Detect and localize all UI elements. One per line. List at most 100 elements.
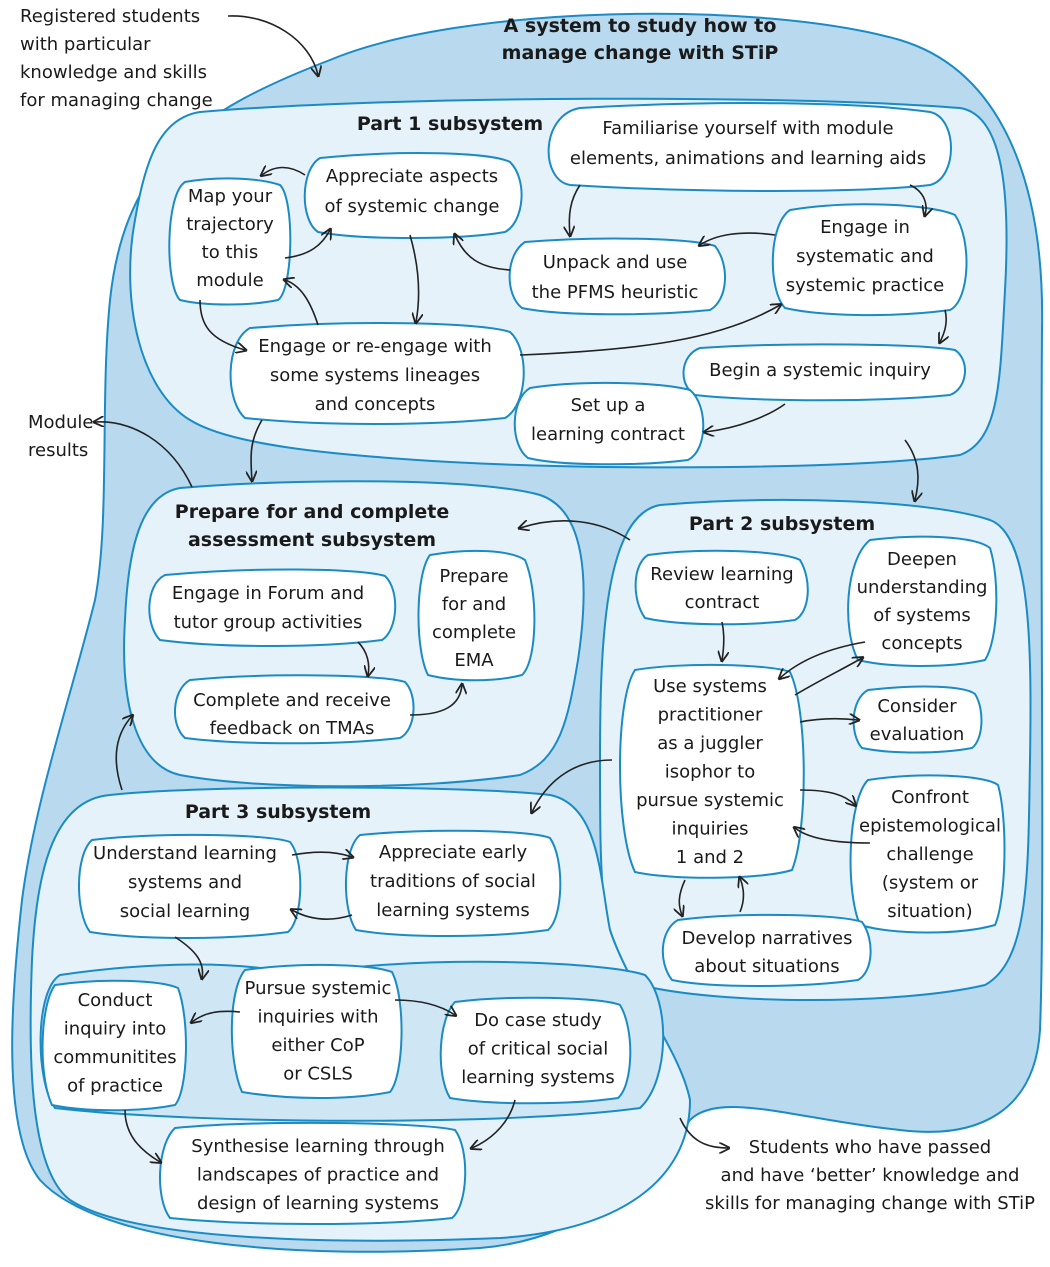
evaluation-box[interactable] <box>852 685 983 754</box>
epistemological-label-line: Confront <box>891 787 969 808</box>
understand-box[interactable] <box>78 833 302 939</box>
narratives-label-line: Develop narratives <box>682 928 853 949</box>
input-label-line: with particular <box>20 34 151 55</box>
tma-label: Complete and receive feedback on TMAs <box>193 690 391 739</box>
appreciate-label-line: of systemic change <box>324 196 499 217</box>
case-study-label-line: learning systems <box>461 1067 615 1088</box>
appreciate-label-line: Appreciate aspects <box>326 166 498 187</box>
engage-practice-label-line: Engage in <box>820 217 910 238</box>
part3-title-line: Part 3 subsystem <box>185 801 371 823</box>
case-study-label-line: Do case study <box>474 1010 602 1031</box>
engage-practice-box[interactable] <box>771 203 968 317</box>
lineages-box[interactable] <box>229 322 525 425</box>
deepen-label-line: concepts <box>881 633 962 654</box>
part3-title: Part 3 subsystem <box>185 801 371 823</box>
juggler-label-line: as a juggler <box>657 733 763 754</box>
epistemological-label-line: situation) <box>887 901 972 922</box>
system-title-line: manage change with STiP <box>502 42 779 64</box>
pursue-box[interactable] <box>230 963 403 1099</box>
understand-label-line: Understand learning <box>93 843 277 864</box>
map-trajectory-box[interactable] <box>168 177 292 306</box>
deepen-box[interactable] <box>847 535 998 667</box>
learning-contract-label-line: Set up a <box>571 395 646 416</box>
map-trajectory-label-line: trajectory <box>186 214 274 235</box>
conduct-box[interactable] <box>41 979 187 1112</box>
review-contract-box[interactable] <box>634 549 809 626</box>
case-study-box[interactable] <box>439 996 632 1105</box>
tma-label-line: Complete and receive <box>193 690 391 711</box>
pursue-label-line: inquiries with <box>257 1007 378 1028</box>
appreciate-label: Appreciate aspects of systemic change <box>324 166 499 217</box>
ema-box[interactable] <box>417 549 536 682</box>
assessment-title-line: assessment subsystem <box>188 529 436 551</box>
module-results-label-line: results <box>28 440 88 461</box>
epistemological-label-line: epistemological <box>859 816 1001 837</box>
engage-practice-label-line: systematic and <box>796 246 934 267</box>
part2-title: Part 2 subsystem <box>689 513 875 535</box>
tma-box[interactable] <box>173 674 415 745</box>
juggler-label-line: isophor to <box>665 762 755 783</box>
part2-title-line: Part 2 subsystem <box>689 513 875 535</box>
understand-label: Understand learning systems and social lea… <box>93 843 277 922</box>
juggler-label-line: 1 and 2 <box>676 847 744 868</box>
learning-contract-label-line: learning contract <box>531 424 685 445</box>
conduct-label-line: communitites <box>53 1047 176 1068</box>
learning-contract-box[interactable] <box>513 381 705 466</box>
traditions-label-line: Appreciate early <box>379 842 528 863</box>
traditions-box[interactable] <box>344 829 562 937</box>
input-label-line: Registered students <box>20 6 200 27</box>
map-trajectory-label-line: Map your <box>188 186 273 207</box>
output-label-line: skills for managing change with STiP <box>705 1193 1035 1214</box>
narratives-label-line: about situations <box>694 956 839 977</box>
traditions-label-line: traditions of social <box>370 871 536 892</box>
unpack-label-line: the PFMS heuristic <box>532 282 699 303</box>
forum-label-line: tutor group activities <box>174 612 363 633</box>
system-title: A system to study how to manage change wi… <box>502 15 779 64</box>
conduct-label-line: Conduct <box>78 990 153 1011</box>
part1-title: Part 1 subsystem <box>357 113 543 135</box>
lineages-label-line: Engage or re-engage with <box>258 336 492 357</box>
juggler-box[interactable] <box>619 663 805 879</box>
familiarise-label-line: Familiarise yourself with module <box>602 118 893 139</box>
narratives-box[interactable] <box>661 913 872 987</box>
system-title-line: A system to study how to <box>504 15 777 37</box>
lineages-label-line: and concepts <box>315 394 436 415</box>
arrows <box>95 15 946 1162</box>
juggler-label-line: Use systems <box>653 676 767 697</box>
learning-contract-label: Set up a learning contract <box>531 395 685 445</box>
forum-box[interactable] <box>148 568 397 647</box>
ema-label-line: EMA <box>454 650 494 671</box>
unpack-label: Unpack and use the PFMS heuristic <box>532 252 699 303</box>
ema-label-line: complete <box>432 622 516 643</box>
appreciate-box[interactable] <box>303 152 523 239</box>
unpack-label-line: Unpack and use <box>543 252 688 273</box>
engage-practice-label-line: systemic practice <box>786 275 944 296</box>
unpack-box[interactable] <box>508 237 727 316</box>
juggler-label-line: pursue systemic <box>636 790 784 811</box>
synthesise-box[interactable] <box>158 1121 467 1225</box>
synthesise-label-line: landscapes of practice and <box>197 1165 439 1186</box>
narratives-label: Develop narratives about situations <box>682 928 853 977</box>
epistemological-box[interactable] <box>849 774 1006 934</box>
understand-label-line: social learning <box>120 901 250 922</box>
lineages-label-line: some systems lineages <box>270 365 480 386</box>
synthesise-label-line: Synthesise learning through <box>191 1136 444 1157</box>
synthesise-label: Synthesise learning through landscapes of… <box>191 1136 444 1214</box>
familiarise-box[interactable] <box>547 102 952 192</box>
map-trajectory-label-line: to this <box>202 242 259 263</box>
tma-label-line: feedback on TMAs <box>210 718 375 739</box>
understand-label-line: systems and <box>128 872 242 893</box>
traditions-label-line: learning systems <box>376 900 530 921</box>
juggler-label-line: practitioner <box>658 705 763 726</box>
